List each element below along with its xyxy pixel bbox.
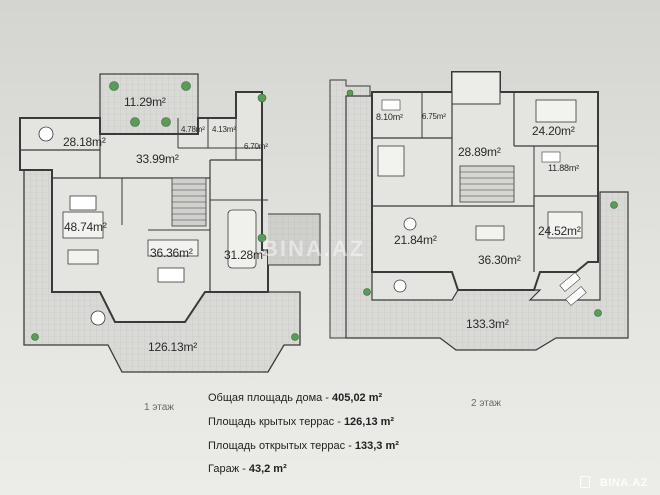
floor1-area-terrace: 126.13m² — [148, 340, 198, 354]
summary-covered-label: Площадь крытых террас - — [208, 416, 344, 428]
floor1-plan — [19, 73, 321, 373]
summary-covered-value: 126,13 m² — [343, 416, 395, 428]
floor1-area-garage: 31.28m² — [224, 248, 267, 262]
floor1-area-top-balcony: 11.29m² — [124, 95, 166, 109]
floor2-caption: 2 этаж — [471, 398, 501, 409]
brand-building-icon — [580, 476, 590, 488]
floor2-area-bedroom-right: 24.52m² — [538, 224, 581, 238]
floor1-area-hall: 33.99m² — [136, 152, 179, 166]
floor2-area-room-left: 21.84m² — [394, 233, 437, 247]
floor1-area-small-c: 6.70m² — [244, 142, 268, 151]
floor2-area-bath-right: 11.88m² — [548, 163, 579, 173]
floor2-area-hall: 28.89m² — [458, 145, 501, 159]
floor1-area-small-b: 4.13m² — [212, 125, 236, 134]
floor1-caption: 1 этаж — [144, 402, 174, 413]
summary-open-terraces: Площадь открытых террас - 133,3 m² — [208, 440, 399, 452]
floor2-area-room-center: 36.30m² — [478, 253, 521, 267]
summary-garage-value: 43,2 m² — [248, 463, 287, 475]
floor2-plan — [329, 71, 629, 351]
floor2-area-terrace: 133.3m² — [466, 317, 509, 331]
floor1-garage-ramp — [268, 213, 321, 266]
center-watermark: BINA.AZ — [262, 236, 366, 261]
floor2-area-bath-left: 8.10m² — [376, 112, 403, 122]
floor2-area-bath-small: 6.75m² — [422, 112, 446, 121]
summary-open-label: Площадь открытых террас - — [208, 440, 355, 452]
floor1-area-small-a: 4.78m² — [181, 125, 205, 134]
summary-garage-label: Гараж - — [208, 463, 249, 475]
floor1-area-dining: 48.74m² — [64, 220, 107, 234]
floor2-top-bay — [451, 71, 501, 105]
summary-garage: Гараж - 43,2 m² — [208, 463, 287, 475]
summary-covered-terraces: Площадь крытых террас - 126,13 m² — [208, 416, 394, 428]
corner-brand: BINA.AZ — [599, 477, 648, 489]
floor2-area-bedroom-top-right: 24.20m² — [532, 124, 575, 138]
floor2-open-terrace — [345, 95, 629, 351]
summary-open-value: 133,3 m² — [354, 440, 399, 452]
summary-total-label: Общая площадь дома - — [208, 392, 333, 404]
floor1-area-living-center: 36.36m² — [150, 246, 193, 260]
floor1-area-living-top-left: 28.18m² — [63, 135, 106, 149]
summary-total-value: 405,02 m² — [332, 392, 383, 404]
summary-total-area: Общая площадь дома - 405,02 m² — [208, 392, 382, 404]
